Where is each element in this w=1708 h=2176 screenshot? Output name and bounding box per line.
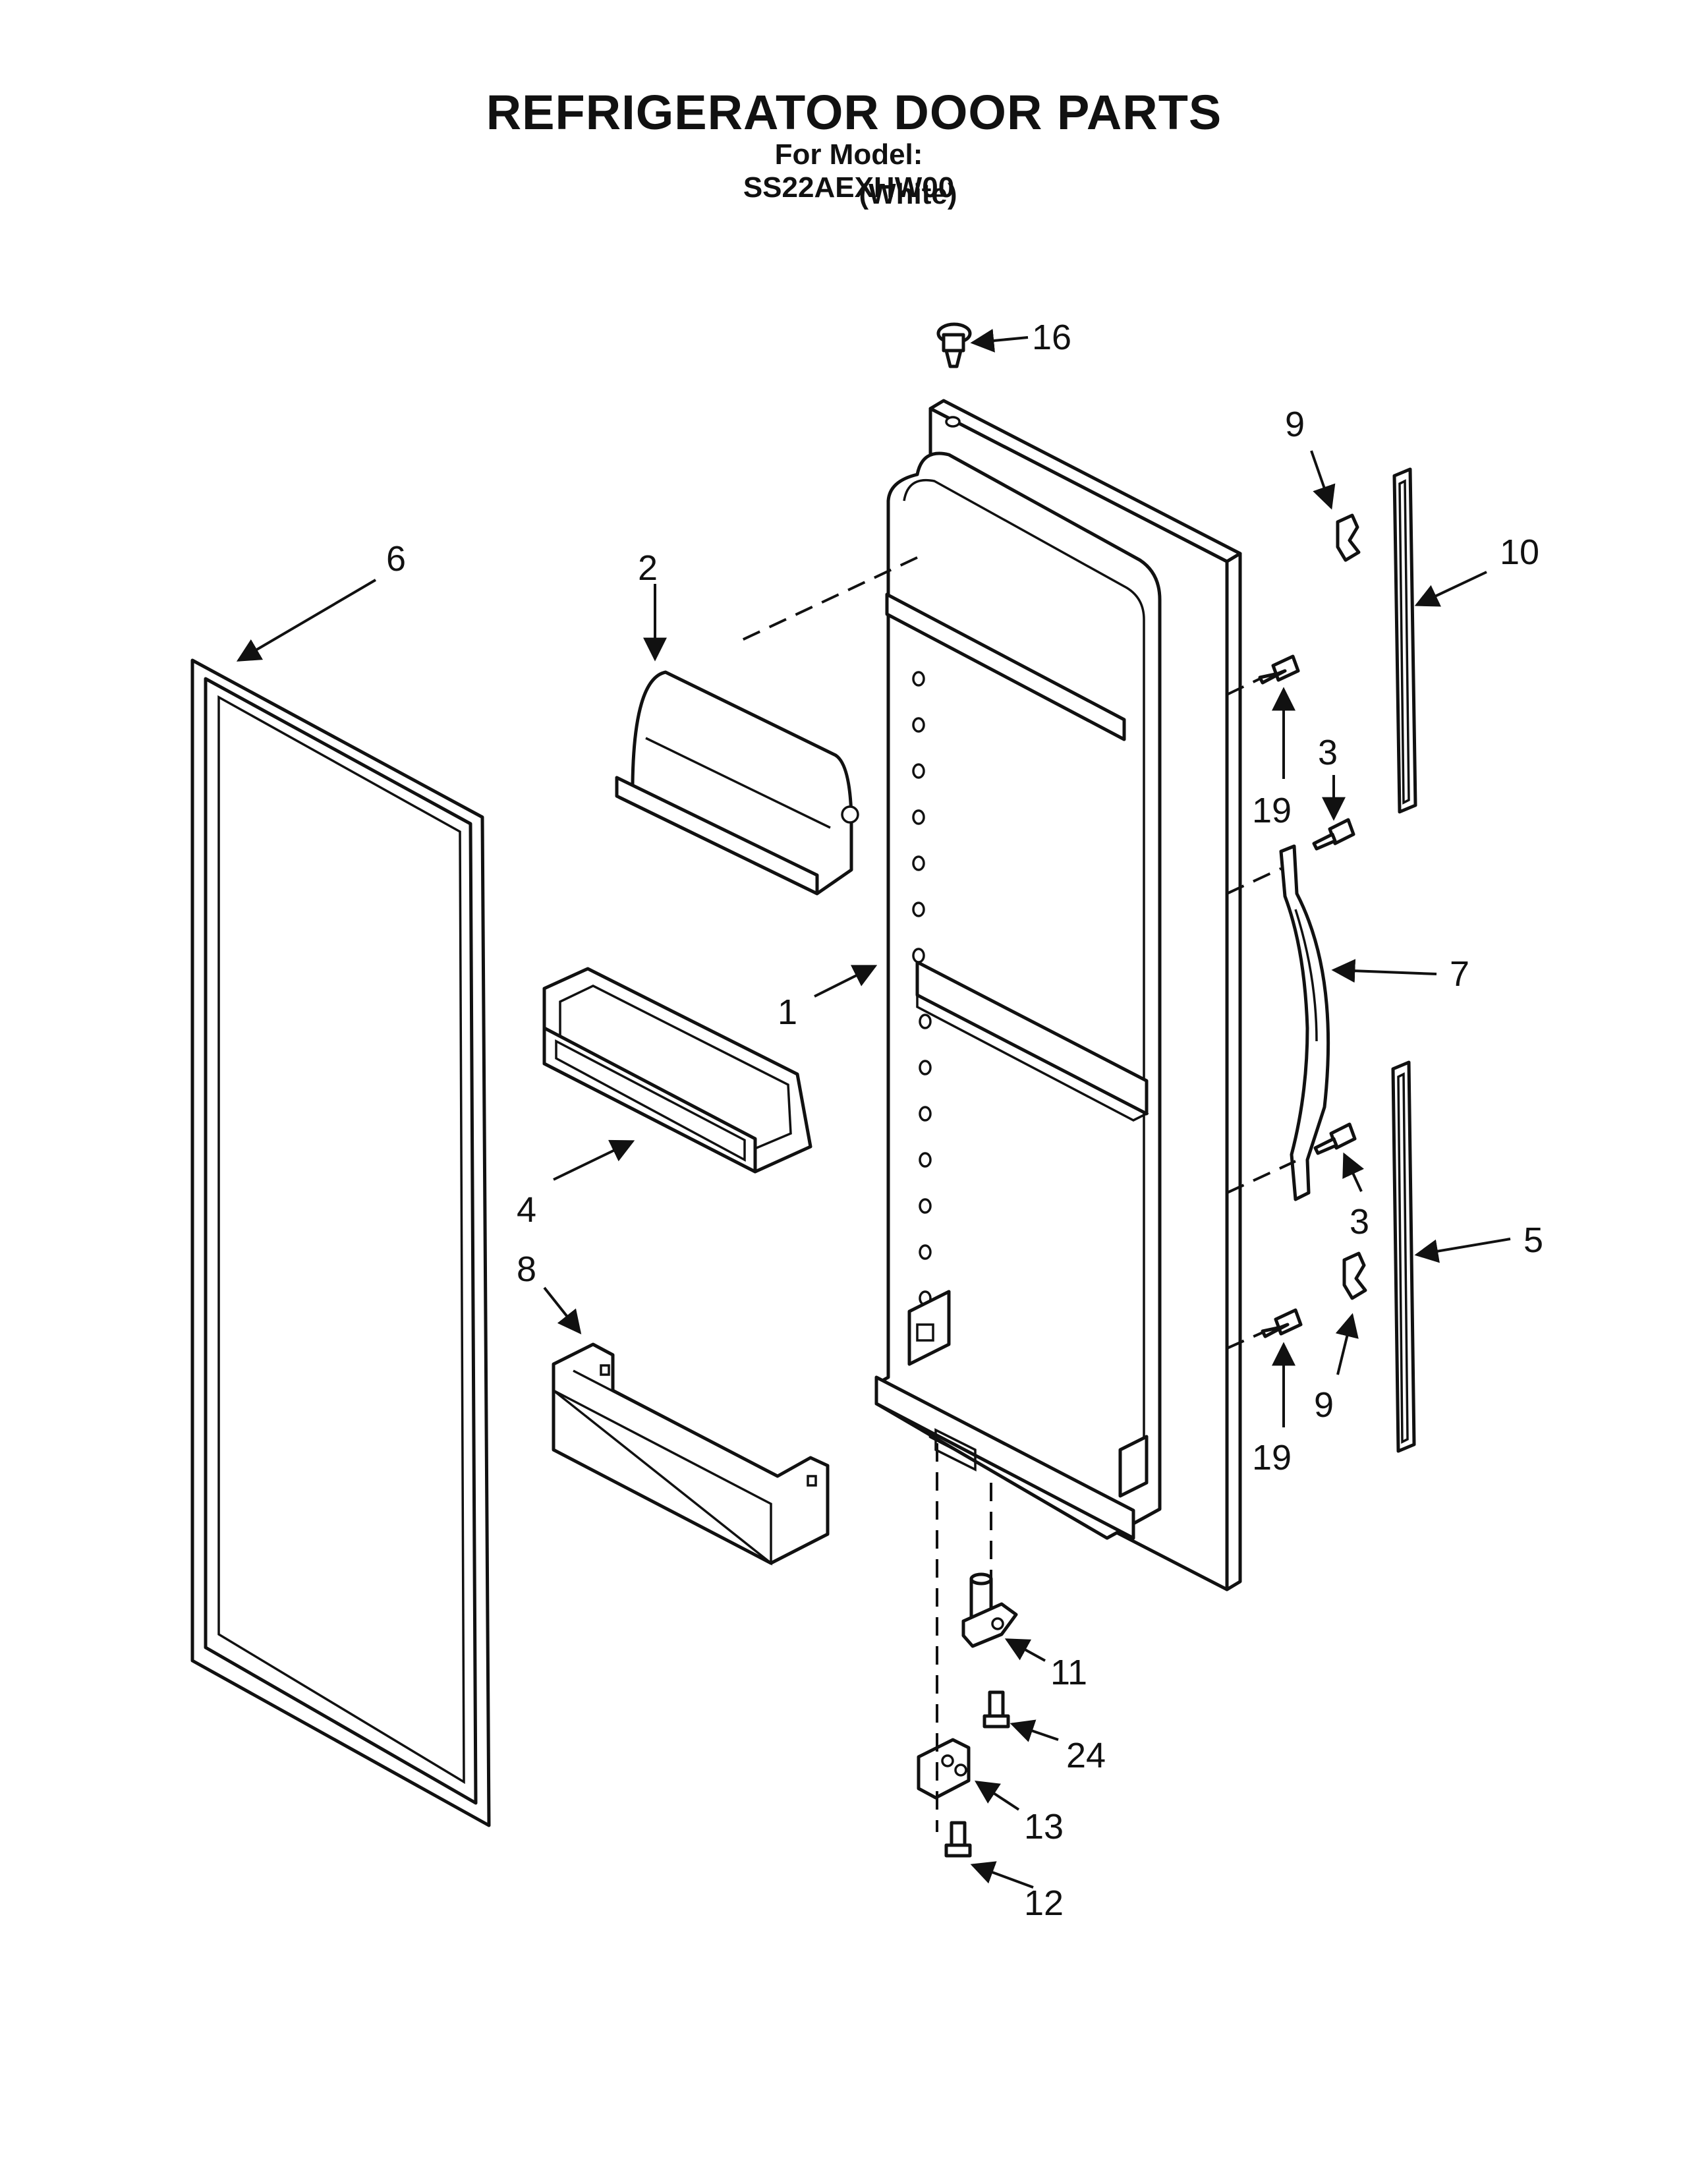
svg-text:2: 2 bbox=[638, 548, 658, 588]
hinge-bracket bbox=[917, 1738, 971, 1800]
upper-trim bbox=[1392, 467, 1417, 814]
hinge-bottom-screw bbox=[944, 1821, 972, 1858]
svg-text:19: 19 bbox=[1252, 791, 1292, 830]
svg-text:11: 11 bbox=[1050, 1653, 1087, 1692]
svg-text:16: 16 bbox=[1032, 318, 1071, 357]
callout-3-upper: 3 bbox=[1318, 733, 1346, 821]
svg-text:9: 9 bbox=[1314, 1385, 1334, 1425]
callout-9-lower: 9 bbox=[1314, 1313, 1359, 1425]
small-door-bin bbox=[542, 967, 812, 1174]
svg-text:4: 4 bbox=[517, 1190, 536, 1230]
page-title: REFRIGERATOR DOOR PARTS bbox=[486, 85, 1222, 140]
screw-side-lower bbox=[1261, 1308, 1303, 1338]
callout-12: 12 bbox=[970, 1861, 1064, 1923]
svg-text:8: 8 bbox=[517, 1249, 536, 1289]
hinge-screw bbox=[982, 1690, 1010, 1729]
large-door-bin bbox=[552, 1342, 830, 1566]
svg-text:5: 5 bbox=[1523, 1220, 1543, 1260]
svg-text:10: 10 bbox=[1500, 532, 1539, 572]
hinge-pin bbox=[961, 1572, 1018, 1648]
svg-text:1: 1 bbox=[778, 992, 797, 1032]
trim-clip-upper bbox=[1336, 513, 1361, 562]
callout-10: 10 bbox=[1414, 532, 1539, 607]
callout-4: 4 bbox=[517, 1139, 635, 1230]
door-gasket bbox=[190, 658, 491, 1827]
svg-text:13: 13 bbox=[1024, 1807, 1064, 1847]
callout-19-upper: 19 bbox=[1252, 687, 1295, 830]
svg-text:6: 6 bbox=[386, 539, 406, 579]
callout-9-upper: 9 bbox=[1285, 405, 1336, 510]
callout-6: 6 bbox=[236, 539, 406, 662]
callout-3-lower: 3 bbox=[1342, 1152, 1369, 1242]
svg-text:3: 3 bbox=[1350, 1202, 1369, 1242]
svg-text:19: 19 bbox=[1252, 1438, 1292, 1477]
door-plug bbox=[936, 322, 972, 368]
callout-11: 11 bbox=[1004, 1638, 1087, 1692]
door-handle bbox=[1279, 844, 1330, 1201]
callout-7: 7 bbox=[1331, 954, 1469, 994]
callout-2: 2 bbox=[638, 548, 667, 662]
dairy-door bbox=[615, 670, 859, 896]
callout-5: 5 bbox=[1414, 1220, 1543, 1263]
lower-trim bbox=[1391, 1060, 1416, 1453]
screw-handle-lower bbox=[1313, 1122, 1357, 1155]
color-note: (White) bbox=[859, 178, 957, 210]
svg-text:24: 24 bbox=[1066, 1736, 1106, 1775]
callout-1: 1 bbox=[778, 965, 878, 1032]
svg-text:7: 7 bbox=[1450, 954, 1469, 994]
door-liner bbox=[874, 399, 1242, 1591]
model-subtitle: For Model: SS22AEXHW00 bbox=[743, 138, 955, 204]
screw-side-upper bbox=[1258, 654, 1300, 685]
assembly-lines bbox=[737, 556, 1296, 1832]
svg-text:12: 12 bbox=[1024, 1883, 1064, 1923]
svg-text:3: 3 bbox=[1318, 733, 1338, 772]
screw-handle-upper bbox=[1312, 818, 1355, 851]
trim-clip-lower bbox=[1342, 1251, 1367, 1300]
callout-13: 13 bbox=[974, 1781, 1064, 1847]
callout-8: 8 bbox=[517, 1249, 582, 1334]
callout-19-lower: 19 bbox=[1252, 1342, 1295, 1477]
callout-24: 24 bbox=[1010, 1719, 1106, 1775]
callout-16: 16 bbox=[970, 318, 1071, 357]
svg-text:9: 9 bbox=[1285, 405, 1305, 444]
door-pegs bbox=[912, 671, 932, 1306]
